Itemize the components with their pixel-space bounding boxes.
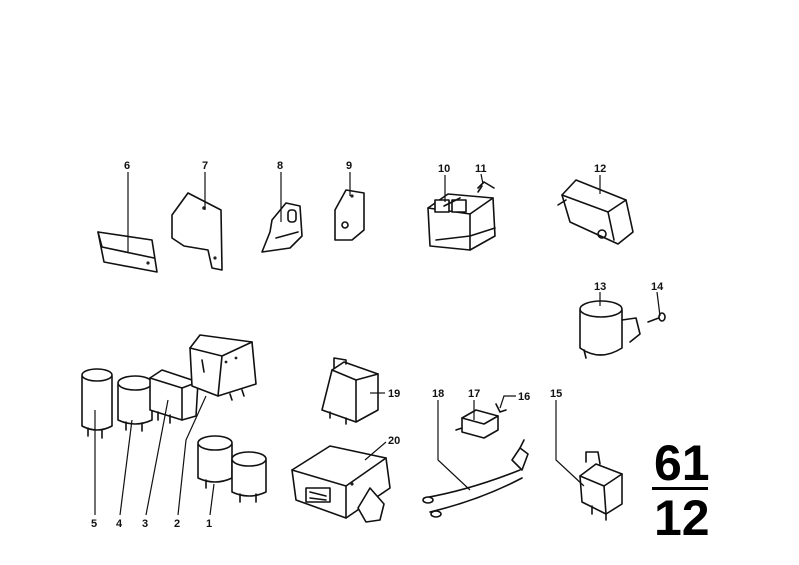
callout-13: 13 bbox=[594, 281, 606, 293]
callout-20: 20 bbox=[388, 435, 400, 447]
callout-16: 16 bbox=[518, 391, 530, 403]
part-8-angle-bracket[interactable] bbox=[261, 202, 303, 253]
callout-12: 12 bbox=[594, 163, 606, 175]
callout-3: 3 bbox=[142, 518, 148, 530]
part-14-screw[interactable] bbox=[647, 312, 666, 323]
callout-14: 14 bbox=[651, 281, 664, 293]
callout-1: 1 bbox=[206, 518, 212, 530]
callout-2: 2 bbox=[174, 518, 180, 530]
callout-11: 11 bbox=[475, 163, 487, 175]
part-1-twin-relays[interactable] bbox=[197, 435, 267, 503]
callout-5: 5 bbox=[91, 518, 97, 530]
callout-19: 19 bbox=[388, 388, 400, 400]
callout-9: 9 bbox=[346, 160, 352, 172]
group-number: 61 12 bbox=[652, 435, 710, 546]
part-20-control-unit[interactable] bbox=[291, 445, 391, 523]
group-number-top: 61 bbox=[654, 435, 710, 491]
part-16-clip[interactable] bbox=[495, 403, 507, 413]
callout-7: 7 bbox=[202, 160, 208, 172]
part-15-horn-relay[interactable] bbox=[579, 451, 623, 521]
part-5-round-relay[interactable] bbox=[81, 368, 113, 439]
part-4-round-relay[interactable] bbox=[117, 375, 153, 432]
callout-8: 8 bbox=[277, 160, 283, 172]
part-9-small-bracket[interactable] bbox=[334, 189, 365, 241]
group-number-bottom: 12 bbox=[654, 490, 710, 546]
part-17-capacitor[interactable] bbox=[455, 409, 499, 439]
part-10-regulator[interactable] bbox=[427, 193, 496, 251]
callout-4: 4 bbox=[116, 518, 123, 530]
callout-15: 15 bbox=[550, 388, 562, 400]
part-19-relay[interactable] bbox=[321, 357, 379, 425]
leader-lines bbox=[94, 172, 661, 516]
part-3-rectangular-relay[interactable] bbox=[149, 369, 199, 424]
part-11-screw[interactable] bbox=[477, 181, 495, 193]
part-7-plate-bracket[interactable] bbox=[171, 192, 223, 271]
group-number-divider bbox=[652, 487, 708, 490]
callout-6: 6 bbox=[124, 160, 130, 172]
callout-17: 17 bbox=[468, 388, 480, 400]
part-13-round-relay[interactable] bbox=[579, 300, 641, 359]
part-12-relay-housing[interactable] bbox=[557, 179, 634, 245]
callout-10: 10 bbox=[438, 163, 450, 175]
callout-labels: 6 7 8 9 10 11 12 13 14 18 17 16 15 19 20… bbox=[91, 160, 664, 530]
part-2-flasher-relay[interactable] bbox=[189, 334, 257, 401]
callout-18: 18 bbox=[432, 388, 444, 400]
part-18-wire-harness[interactable] bbox=[422, 439, 529, 518]
